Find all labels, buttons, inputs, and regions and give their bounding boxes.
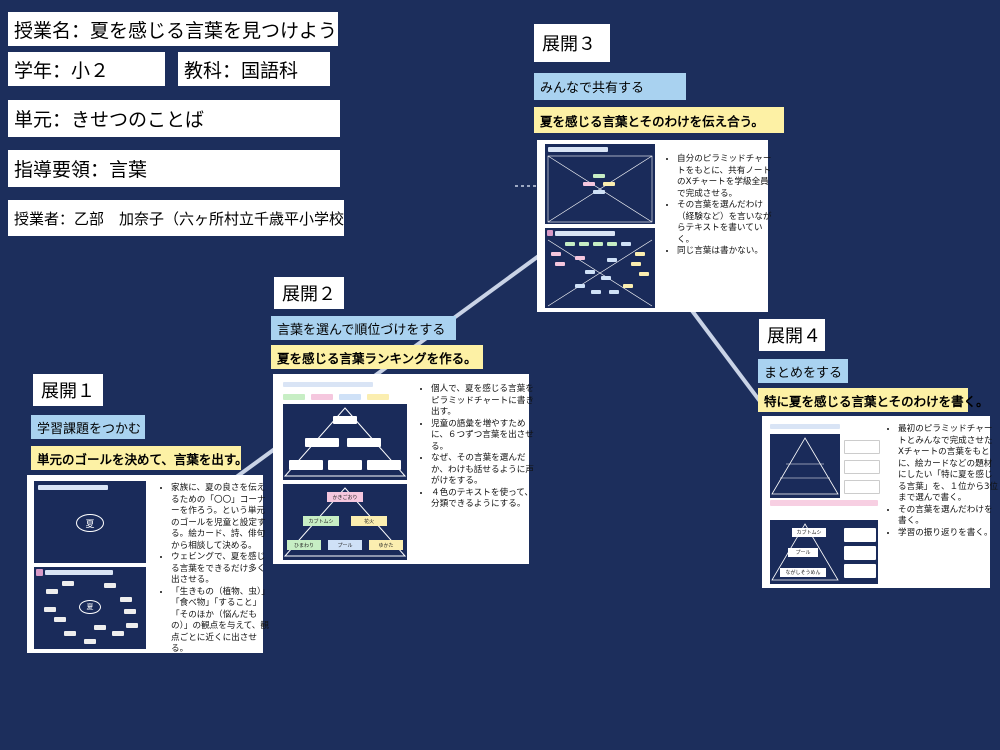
- ranking-word: カブトムシ: [303, 516, 339, 526]
- bullet-item: 自分のピラミッドチャートをもとに、共有ノートのXチャートを学級全員で完成させる。: [677, 154, 773, 200]
- stage3-xchart-empty: [545, 144, 655, 224]
- ranking-word: ひまわり: [287, 540, 321, 550]
- stage3-panel: 自分のピラミッドチャートをもとに、共有ノートのXチャートを学級全員で完成させる。…: [537, 140, 772, 312]
- top3-word: プール: [788, 548, 818, 557]
- summer-center-bubble: 夏: [79, 600, 101, 614]
- bullet-item: ４色のテキストを使って、分類できるようにする。: [431, 488, 535, 511]
- bullet-item: 学習の振り返りを書く。: [898, 528, 998, 540]
- stage2-thumbs: かきごおり カブトムシ 花火 ひまわり プール ゆかた: [281, 380, 409, 560]
- lesson-title: 授業名：夏を感じる言葉を見つけよう: [8, 12, 338, 46]
- bullet-item: その言葉を選んだわけを書く。: [898, 505, 998, 528]
- teacher-label: 授業者：乙部 加奈子（六ヶ所村立千歳平小学校）: [8, 200, 344, 236]
- top3-word: カブトムシ: [792, 528, 826, 537]
- stage4-title: 展開４: [759, 319, 825, 351]
- thumb-tag: [36, 569, 43, 576]
- stage3-bullets: 自分のピラミッドチャートをもとに、共有ノートのXチャートを学級全員で完成させる。…: [665, 154, 773, 258]
- stage2-title: 展開２: [274, 277, 344, 309]
- stage1-bullets: 家族に、夏の良さを伝えるための「〇〇」コーナーを作ろう。という単元のゴールを児童…: [159, 483, 269, 656]
- guideline-label: 指導要領：言葉: [8, 150, 340, 187]
- bullet-item: 「生きもの（植物、虫）」「食べ物」「すること」「そのほか（悩んだもの）」の観点を…: [171, 587, 269, 656]
- bullet-item: 家族に、夏の良さを伝えるための「〇〇」コーナーを作ろう。という単元のゴールを児童…: [171, 483, 269, 552]
- stage1-thumb-top: 夏: [34, 481, 146, 563]
- bullet-item: 同じ言葉は書かない。: [677, 246, 773, 258]
- stage3-title: 展開３: [534, 24, 610, 62]
- stage3-task: 夏を感じる言葉とそのわけを伝え合う。: [534, 107, 784, 133]
- summer-center-bubble: 夏: [76, 514, 104, 532]
- bullet-item: ウェビングで、夏を感じる言葉をできるだけ多く出させる。: [171, 552, 269, 587]
- bullet-item: なぜ、その言葉を選んだか、わけも話せるように声がけをする。: [431, 453, 535, 488]
- stage4-pyramid-empty: [770, 434, 840, 498]
- thumb-header-bar: [38, 485, 108, 490]
- ranking-word: ゆかた: [369, 540, 403, 550]
- grade-label: 学年：小２: [8, 52, 165, 86]
- stage1-task: 単元のゴールを決めて、言葉を出す。: [31, 446, 248, 470]
- ranking-word: 花火: [351, 516, 387, 526]
- stage1-thumb-bottom: 夏: [34, 567, 146, 649]
- thumb-header-bar: [45, 570, 113, 575]
- thumb-header-bar: [283, 382, 373, 387]
- stage4-thumbs: カブトムシ プール ながしそうめん: [768, 422, 880, 584]
- stage4-task: 特に夏を感じる言葉とそのわけを書く。: [758, 388, 989, 412]
- stage2-pyramid-filled: かきごおり カブトムシ 花火 ひまわり プール ゆかた: [283, 484, 407, 560]
- stage4-panel: カブトムシ プール ながしそうめん 最初のピラミッドチャートとみんなで完成させた…: [762, 416, 998, 588]
- stage4-pyramid-filled: カブトムシ プール ながしそうめん: [770, 520, 878, 584]
- bullet-item: 最初のピラミッドチャートとみんなで完成させたXチャートの言葉をもとに、絵カードな…: [898, 424, 998, 505]
- unit-label: 単元：きせつのことば: [8, 100, 340, 137]
- stage2-pyramid-empty: [283, 404, 407, 480]
- stage1-panel: 夏 夏 家族に、夏の良さを伝えるための「〇〇」コーナーを作ろう。という単元のゴー…: [27, 475, 269, 654]
- stage2-bullets: 個人で、夏を感じる言葉をピラミッドチャートに書き出す。 児童の語彙を増やすために…: [419, 384, 535, 511]
- ranking-word: プール: [328, 540, 362, 550]
- stage1-title: 展開１: [33, 374, 103, 406]
- stage4-goal: まとめをする: [758, 359, 848, 383]
- bullet-item: 児童の語彙を増やすために、６つずつ言葉を出させる。: [431, 419, 535, 454]
- stage4-bullets: 最初のピラミッドチャートとみんなで完成させたXチャートの言葉をもとに、絵カードな…: [886, 424, 998, 539]
- ranking-word: かきごおり: [327, 492, 363, 502]
- stage3-goal: みんなで共有する: [534, 73, 686, 100]
- bullet-item: 個人で、夏を感じる言葉をピラミッドチャートに書き出す。: [431, 384, 535, 419]
- stage2-task: 夏を感じる言葉ランキングを作る。: [271, 345, 483, 369]
- stage2-panel: かきごおり カブトムシ 花火 ひまわり プール ゆかた 個人で、夏を感じる言葉を…: [273, 374, 534, 564]
- top3-word: ながしそうめん: [780, 568, 826, 577]
- stage2-goal: 言葉を選んで順位づけをする: [271, 316, 456, 340]
- subject-label: 教科：国語科: [178, 52, 330, 86]
- stage1-goal: 学習課題をつかむ: [31, 415, 145, 439]
- stage3-xchart-filled: [545, 228, 655, 308]
- bullet-item: その言葉を選んだわけ（経験など）を言いながらテキストを書いていく。: [677, 200, 773, 246]
